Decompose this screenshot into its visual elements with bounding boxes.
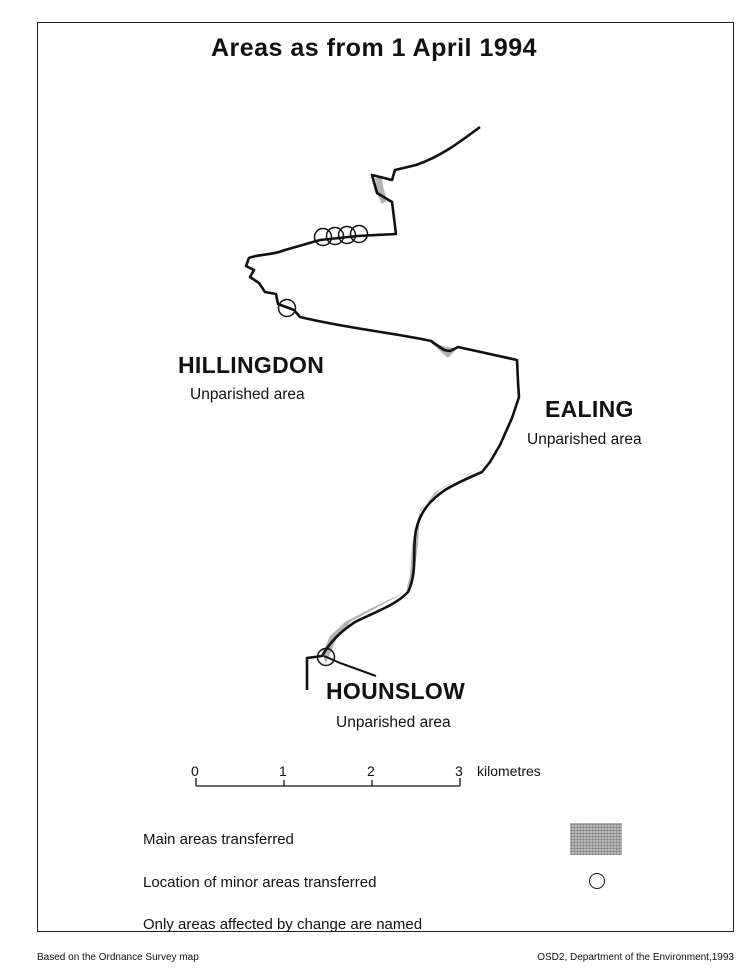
minor-area-circle [337, 225, 357, 245]
scale-unit: kilometres [477, 763, 541, 779]
legend-circle-icon [589, 873, 605, 889]
scale-tick-3: 3 [455, 763, 463, 779]
minor-area-circle [325, 226, 345, 246]
map-title: Areas as from 1 April 1994 [210, 34, 538, 62]
legend-main-areas-label: Main areas transferred [143, 831, 294, 848]
transferred-areas [322, 178, 482, 663]
scale-tick-1: 1 [279, 763, 287, 779]
legend-minor-areas-label: Location of minor areas transferred [143, 874, 377, 891]
boundary-spur [323, 655, 377, 677]
area-status-hounslow: Unparished area [336, 714, 451, 731]
area-name-hillingdon: HILLINGDON [178, 352, 325, 378]
footer-credit: OSD2, Department of the Environment,1993 [537, 952, 734, 963]
area-name-hounslow: HOUNSLOW [326, 678, 466, 704]
minor-area-circle [313, 227, 333, 247]
minor-area-markers [277, 224, 369, 667]
legend-shaded-swatch [570, 823, 622, 855]
map-frame [37, 22, 734, 932]
scale-tick-0: 0 [191, 763, 199, 779]
transferred-area-south [322, 468, 482, 663]
legend-note: Only areas affected by change are named [143, 916, 423, 933]
minor-area-circle [316, 647, 336, 667]
scale-bar [195, 778, 461, 787]
area-status-hillingdon: Unparished area [190, 386, 305, 403]
minor-area-circle [277, 298, 297, 318]
scale-tick-2: 2 [367, 763, 375, 779]
minor-area-circle [349, 224, 369, 244]
area-name-ealing: EALING [545, 396, 634, 422]
area-status-ealing: Unparished area [527, 431, 642, 448]
boundary-line [244, 125, 521, 690]
footer-source: Based on the Ordnance Survey map [37, 952, 199, 963]
